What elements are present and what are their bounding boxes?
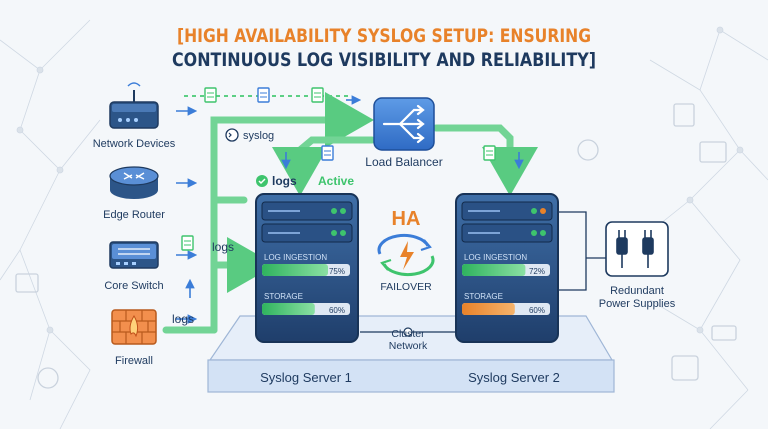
server1-name: Syslog Server 1 [260,370,352,385]
lightning-icon [400,241,414,270]
storage-value: 60% [329,306,345,315]
log-file-icon [257,87,270,103]
source-arrows [176,106,524,324]
source-core-switch: Core Switch [104,241,164,292]
syslog-label: syslog [243,130,274,142]
syslog-label-group: syslog [225,128,274,142]
drive-bay [261,223,353,243]
background-device-icons [15,103,737,389]
title-line-1: [HIGH AVAILABILITY SYSLOG SETUP: ENSURIN… [177,25,591,47]
ingestion-label: LOG INGESTION [264,253,327,262]
logs-label-left: logs [172,312,194,326]
load-balancer: Load Balancer [365,97,443,169]
syslog-server-1: LOG INGESTION 75% STORAGE 60% [255,193,359,343]
power-plug-icon [616,230,628,268]
storage-label: STORAGE [264,292,303,301]
server2-name: Syslog Server 2 [468,370,560,385]
logs-label-top: logs [272,174,297,188]
ha-failover: HA FAILOVER [377,208,435,293]
edge-router-icon [109,166,159,199]
drive-bay [461,223,553,243]
source-label: Core Switch [104,280,163,292]
logs-label-mid: logs [212,240,234,254]
storage-value: 60% [529,306,545,315]
log-file-icon [311,87,324,103]
ingestion-fill [462,264,526,276]
power-line-1: Redundant [610,285,664,297]
router-icon [109,82,159,129]
log-file-icon [321,145,334,161]
storage-fill [462,303,515,315]
cluster-line-2: Network [389,340,428,352]
ha-title: HA [392,208,421,230]
switch-icon [109,241,159,269]
drive-bay [261,201,353,221]
source-label: Network Devices [93,138,176,150]
firewall-icon [111,309,157,345]
power-line-2: Power Supplies [599,298,676,310]
packet-flow [184,87,362,105]
source-edge-router: Edge Router [103,166,165,221]
cluster-line-1: Cluster [391,328,425,340]
drive-bay [461,201,553,221]
load-balancer-label: Load Balancer [365,155,442,169]
power-plug-icon [642,230,654,268]
redundant-power: Redundant Power Supplies [558,211,676,310]
split-arrows-icon [382,104,425,144]
source-network-devices: Network Devices [93,82,176,150]
ingestion-label: LOG INGESTION [464,253,527,262]
source-label: Firewall [115,355,153,367]
log-file-icon [483,145,496,161]
ingestion-fill [262,264,328,276]
terminal-icon [225,128,239,142]
active-label: Active [318,174,354,188]
failover-label: FAILOVER [380,281,432,293]
logs-active-group: logs Active [256,174,354,188]
syslog-server-2: LOG INGESTION 72% STORAGE 60% [455,193,559,343]
background-network-decoration [0,19,768,429]
failover-cycle-icon [377,233,435,277]
storage-label: STORAGE [464,292,503,301]
storage-fill [262,303,315,315]
log-file-icon [204,87,217,103]
ingestion-value: 75% [329,267,345,276]
log-file-icon [181,235,194,251]
source-label: Edge Router [103,209,165,221]
ingestion-value: 72% [529,267,545,276]
source-firewall: Firewall [111,309,157,367]
title-line-2: CONTINUOUS LOG VISIBILITY AND RELIABILIT… [172,49,596,71]
flow-arrows [162,92,538,334]
title: [HIGH AVAILABILITY SYSLOG SETUP: ENSURIN… [172,25,596,71]
